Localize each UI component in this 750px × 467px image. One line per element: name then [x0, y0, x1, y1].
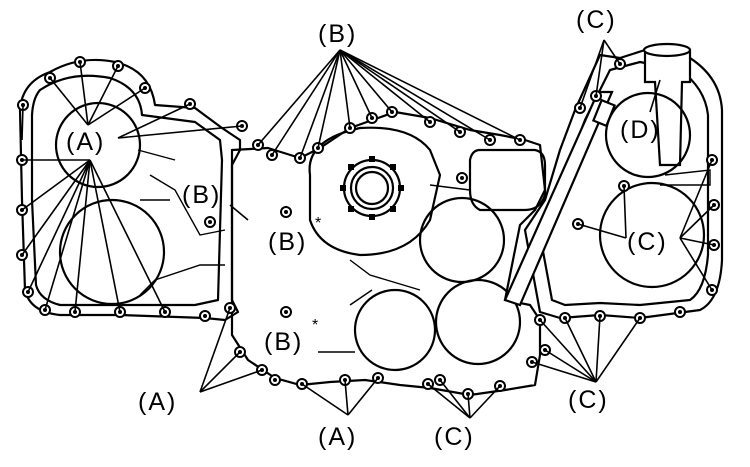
left-cover-inner-outline	[30, 74, 224, 307]
leader-line	[301, 383, 349, 416]
leader-line	[89, 159, 121, 313]
leader-line	[21, 159, 91, 211]
leader-line	[49, 77, 89, 126]
leader-line	[87, 87, 146, 126]
leader-line	[229, 204, 249, 221]
leader-line	[679, 237, 713, 291]
leader-line	[339, 49, 461, 133]
leader-line	[339, 49, 521, 141]
star-b-center-lower: *	[312, 317, 318, 334]
leader-line	[595, 39, 605, 97]
right-cover-outline	[523, 48, 724, 320]
leader-line	[271, 49, 341, 156]
leader-line	[623, 185, 627, 239]
leader-line	[439, 379, 471, 419]
right-cover-web	[660, 169, 711, 186]
leader-line	[649, 79, 661, 113]
cover-outlines	[18, 42, 724, 397]
bolt-icon	[280, 306, 292, 318]
center-lower-disc	[353, 288, 437, 372]
leader-line	[539, 319, 597, 383]
leader-line	[21, 159, 91, 256]
center-upper-recess	[308, 126, 442, 257]
bolt-icon	[204, 216, 216, 228]
leader-line	[339, 49, 431, 123]
leader-line	[339, 49, 393, 113]
leader-line	[347, 377, 379, 416]
left-upper-pulley	[54, 101, 142, 189]
leader-line	[344, 379, 349, 416]
leader-line	[89, 159, 166, 313]
oil-filler-cap	[642, 42, 692, 58]
center-lowright-disc	[434, 278, 522, 366]
label-b-center-upper: (B)	[268, 228, 307, 256]
right-lower-pulley	[598, 181, 706, 289]
leader-line	[79, 61, 89, 126]
center-link-lines	[349, 184, 471, 306]
right-cover-inner	[538, 60, 710, 307]
bolt-icon	[280, 206, 292, 218]
leader-line	[44, 159, 91, 311]
leader-line	[199, 369, 263, 393]
leader-line	[339, 49, 373, 119]
label-c-top: (C)	[576, 6, 617, 34]
leader-line	[199, 307, 231, 393]
leader-line	[595, 315, 601, 383]
leader-line	[544, 349, 597, 383]
leader-line	[27, 159, 91, 293]
leader-lines	[21, 39, 715, 419]
bolt-icon	[199, 310, 211, 322]
leader-line	[21, 104, 24, 141]
leader-line	[467, 393, 471, 419]
label-c-right: (C)	[627, 228, 668, 256]
bolt-icon	[674, 306, 686, 318]
leader-line	[679, 159, 713, 239]
leader-line	[679, 237, 715, 246]
leader-line	[87, 65, 119, 126]
leader-line	[117, 125, 243, 139]
leader-line	[339, 49, 491, 141]
leader-line	[531, 361, 597, 383]
right-upper-pulley	[604, 91, 692, 179]
leader-line	[317, 49, 341, 149]
left-lower-pulley	[58, 198, 166, 306]
crank-sprocket	[340, 156, 404, 220]
leader-line	[564, 317, 597, 383]
center-right-block	[468, 148, 547, 212]
label-a-left: (A)	[66, 128, 105, 156]
label-a-bottom-center: (A)	[318, 423, 357, 451]
label-b-center-lower: (B)	[264, 328, 303, 356]
leader-line	[679, 204, 715, 239]
oil-filler-neck	[643, 48, 692, 167]
leader-line	[603, 39, 621, 65]
leader-line	[339, 49, 351, 129]
leader-line	[595, 317, 641, 383]
left-cover-web	[139, 174, 226, 296]
label-b-left: (B)	[182, 181, 221, 209]
leader-line	[299, 49, 341, 159]
label-c-bottom-right: (C)	[568, 386, 609, 414]
leader-line	[199, 351, 241, 393]
left-cover-rib	[137, 149, 176, 201]
leader-line	[117, 103, 191, 139]
leader-line	[579, 39, 605, 109]
bolt-icon	[269, 374, 281, 386]
callout-labels: (A) (A) (A) (B) (B) (B) * (B) * (C) (D) …	[66, 6, 668, 451]
diagonal-belt	[503, 90, 614, 307]
label-b-top: (B)	[318, 20, 357, 48]
label-d: (D)	[620, 116, 661, 144]
leader-line	[257, 49, 341, 146]
label-c-bottom-center: (C)	[434, 423, 475, 451]
star-b-center-upper: *	[315, 215, 321, 232]
bolt-icon	[456, 172, 468, 184]
leader-line	[469, 385, 501, 419]
leader-line	[427, 383, 471, 419]
leader-line	[577, 223, 627, 239]
belt-guide	[591, 98, 617, 128]
leader-line	[74, 159, 91, 313]
label-a-bottom-left: (A)	[138, 388, 177, 416]
